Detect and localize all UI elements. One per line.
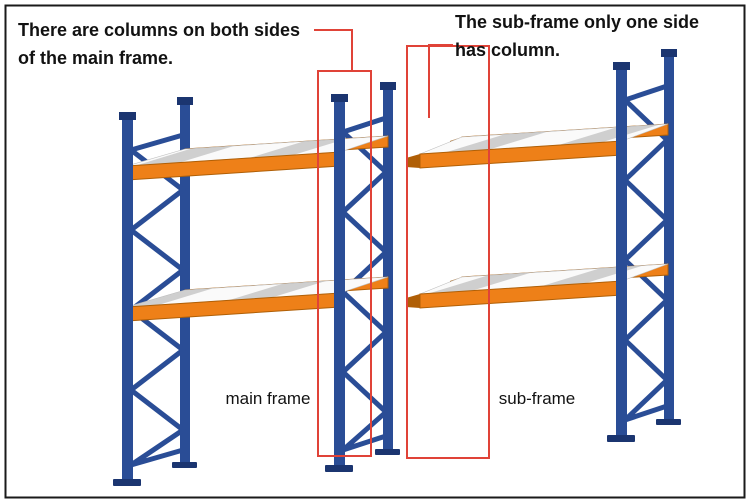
beam-connector-pin [406, 294, 420, 308]
upright-column [383, 88, 393, 452]
foot-plate [325, 465, 353, 472]
sub-bay-upper-shelf [406, 123, 669, 169]
beam-connector-pin [406, 154, 420, 168]
left-upright-frame-front [119, 112, 136, 482]
column-cap [331, 94, 348, 102]
column-cap [661, 49, 677, 57]
sub-frame-highlight-box [406, 45, 490, 459]
note-main-frame-line1: There are columns on both sides [18, 20, 300, 40]
main-frame-label: main frame [225, 389, 310, 408]
foot-plate [375, 449, 400, 455]
column-cap [613, 62, 630, 70]
main-frame-leader-line [314, 29, 353, 71]
sub-frame-label: sub-frame [499, 389, 576, 408]
right-upright-frame-rear [622, 49, 677, 423]
column-cap [177, 97, 193, 105]
left-upright-frame-rear [128, 97, 193, 468]
foot-plate [656, 419, 681, 425]
main-frame-highlight-box [317, 70, 372, 457]
horizontal-brace [622, 83, 670, 103]
column-cap [119, 112, 136, 120]
upright-column [664, 55, 674, 422]
diagonal-bracing [340, 129, 389, 453]
right-upright-frame-front [613, 62, 630, 438]
upright-column [616, 68, 627, 438]
column-feet [113, 419, 681, 486]
main-bay-upper-shelf [126, 135, 389, 181]
horizontal-brace [128, 132, 186, 153]
note-main-frame-line2: of the main frame. [18, 48, 173, 68]
horizontal-brace [340, 115, 389, 135]
main-upright-frame-front [331, 94, 348, 468]
foot-plate [607, 435, 635, 442]
foot-plate [113, 479, 141, 486]
upright-column [334, 100, 345, 468]
sub-frame-leader-line [428, 44, 453, 118]
column-cap [380, 82, 396, 90]
sub-bay-lower-shelf [406, 263, 669, 309]
foot-plate [172, 462, 197, 468]
upright-column [122, 118, 133, 482]
diagonal-bracing [622, 97, 670, 423]
upright-column [180, 103, 190, 465]
note-sub-frame-line2: has column. [455, 40, 560, 60]
main-upright-frame-rear [340, 82, 396, 453]
image-border [4, 4, 746, 499]
note-sub-frame-line1: The sub-frame only one side [455, 12, 699, 32]
diagonal-bracing [128, 147, 186, 468]
